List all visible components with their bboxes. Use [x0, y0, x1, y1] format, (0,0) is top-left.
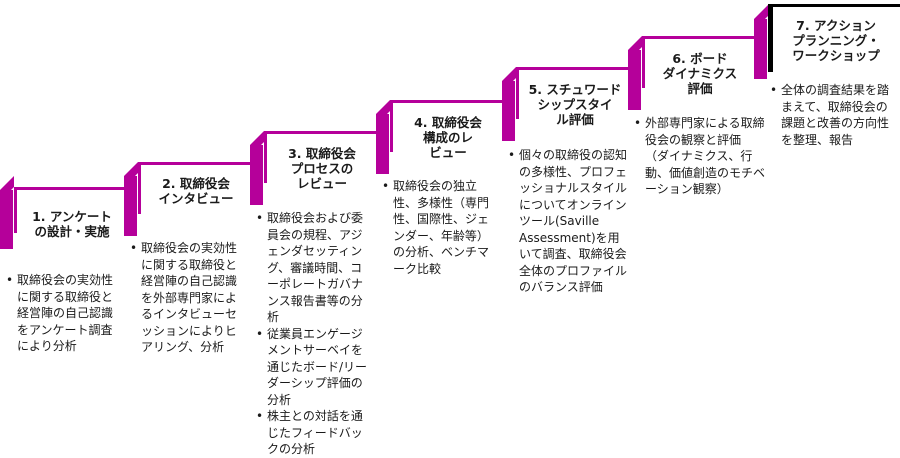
bullet-item: 外部専門家による取締役会の観察と評価 （ダイナミクス、行動、価値創造のモチベーシ… — [634, 115, 766, 198]
step-1-title: 1. アンケートの設計・実施 — [32, 209, 112, 239]
step-7-bullets: 全体の調査結果を踏まえて、取締役会の課題と改善の方向性を整理、報告 — [770, 82, 898, 148]
step-3-marker — [250, 131, 376, 205]
step-6-bullets: 外部専門家による取締役会の観察と評価 （ダイナミクス、行動、価値創造のモチベーシ… — [634, 115, 766, 198]
bullet-item: 取締役会の実効性に関する取締役と経営陣の自己認識をアンケート調査により分析 — [6, 272, 118, 355]
step-3-title: 3. 取締役会プロセスのレビュー — [288, 146, 356, 191]
step-3-bullets: 取締役会および委員会の規程、アジェンダセッティング、審議時間、コーポレートガバナ… — [256, 210, 374, 458]
step-2-marker — [124, 162, 250, 236]
bullet-item: 取締役会の独立性、多様性（専門性、国際性、ジェンダー、年齢等）の分析、ベンチマー… — [382, 178, 500, 277]
step-2-bullets: 取締役会の実効性に関する取締役と経営陣の自己認識を外部専門家によるインタビューセ… — [130, 240, 248, 356]
bullet-item: 株主との対話を通じたフィードバックの分析 — [256, 408, 374, 458]
bullet-item: 個々の取締役の認知の多様性、プロフェッショナルスタイルについてオンラインツール(… — [508, 147, 630, 296]
bullet-item: 取締役会の実効性に関する取締役と経営陣の自己認識を外部専門家によるインタビューセ… — [130, 240, 248, 356]
step-1-marker — [0, 176, 124, 249]
step-4-bullets: 取締役会の独立性、多様性（専門性、国際性、ジェンダー、年齢等）の分析、ベンチマー… — [382, 178, 500, 277]
step-6-marker — [628, 36, 754, 110]
step-6-title: 6. ボードダイナミクス評価 — [662, 51, 738, 96]
step-4-marker — [376, 100, 502, 174]
bullet-item: 全体の調査結果を踏まえて、取締役会の課題と改善の方向性を整理、報告 — [770, 82, 898, 148]
step-7-marker — [754, 4, 900, 79]
step-5-title: 5. スチュワードシップスタイル評価 — [528, 82, 622, 127]
step-7-title: 7. アクションプランニング・ワークショップ — [792, 18, 880, 63]
step-2-title: 2. 取締役会インタビュー — [158, 176, 234, 206]
bullet-item: 取締役会および委員会の規程、アジェンダセッティング、審議時間、コーポレートガバナ… — [256, 210, 374, 326]
step-5-bullets: 個々の取締役の認知の多様性、プロフェッショナルスタイルについてオンラインツール(… — [508, 147, 630, 296]
step-1-bullets: 取締役会の実効性に関する取締役と経営陣の自己認識をアンケート調査により分析 — [6, 272, 118, 355]
bullet-item: 従業員エンゲージメントサーベイを通じたボード/リーダーシップ評価の分析 — [256, 326, 374, 409]
step-5-marker — [502, 67, 628, 141]
step-4-title: 4. 取締役会構成のレビュー — [414, 115, 482, 160]
